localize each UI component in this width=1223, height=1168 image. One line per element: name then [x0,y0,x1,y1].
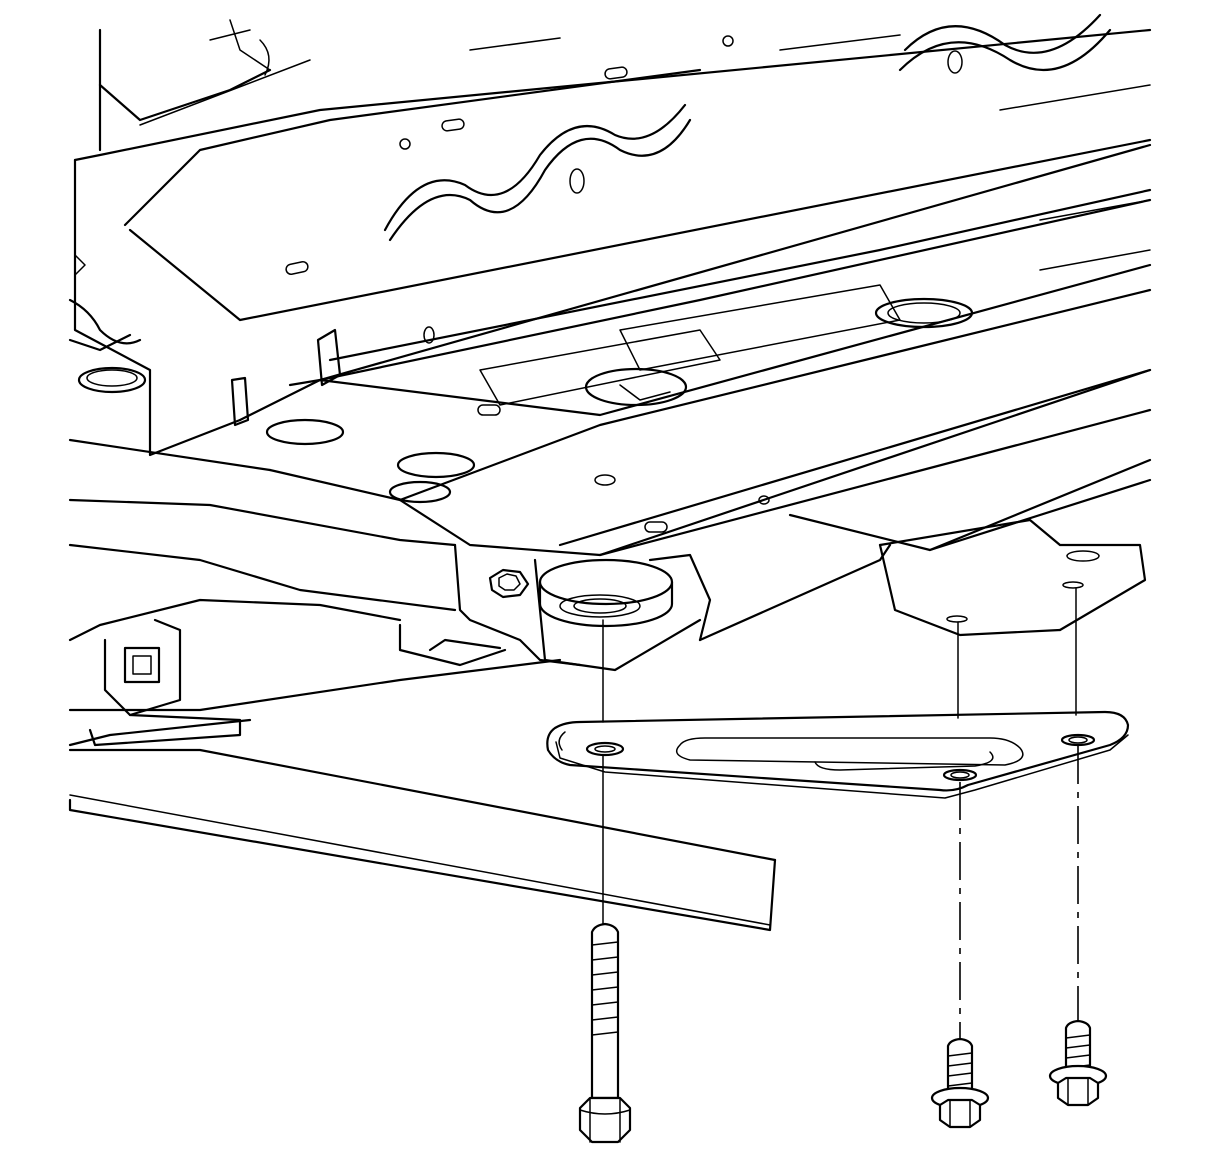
long-bolt [578,922,632,1144]
bushing [538,558,674,628]
alignment-lines [602,587,1079,1040]
underbody-structure [68,13,1152,932]
short-flange-bolt-1 [930,1037,990,1129]
short-flange-bolt-2 [1048,1019,1108,1107]
reinforcement-plate [546,710,1130,799]
